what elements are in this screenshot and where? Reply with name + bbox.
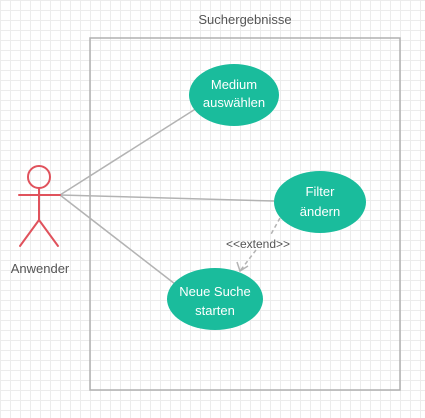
actor-leg-right	[38, 219, 59, 247]
usecase-medium-label-line1: Medium	[211, 77, 257, 92]
usecase-filter-label-line2: ändern	[300, 204, 340, 219]
usecase-medium-label-line2: auswählen	[203, 95, 265, 110]
actor-leg-left	[19, 219, 40, 247]
system-boundary-frame	[89, 37, 401, 391]
usecase-medium-auswaehlen[interactable]: Medium auswählen	[189, 64, 279, 126]
system-boundary-title: Suchergebnisse	[198, 12, 291, 27]
extend-relationship[interactable]: <<extend>>	[226, 217, 290, 273]
actor-head	[27, 165, 51, 189]
extend-line-lower	[239, 249, 257, 272]
usecase-suche-shape	[167, 268, 263, 330]
actor-figure-icon	[18, 165, 61, 247]
usecase-suche-label-line1: Neue Suche	[179, 284, 251, 299]
associations	[59, 107, 275, 285]
usecase-filter-aendern[interactable]: Filter ändern	[274, 171, 366, 233]
association-suche[interactable]	[59, 194, 176, 285]
usecase-filter-shape	[274, 171, 366, 233]
actor-label: Anwender	[11, 261, 70, 276]
extend-label: <<extend>>	[226, 237, 290, 251]
extend-line-upper	[269, 217, 281, 237]
usecase-neue-suche-starten[interactable]: Neue Suche starten	[167, 268, 263, 330]
system-boundary[interactable]: Suchergebnisse	[89, 12, 401, 391]
usecase-suche-label-line2: starten	[195, 303, 235, 318]
extend-arrowhead	[236, 261, 249, 273]
usecase-filter-label-line1: Filter	[306, 184, 336, 199]
association-medium[interactable]	[59, 107, 198, 196]
actor-anwender[interactable]: Anwender	[11, 165, 70, 276]
usecase-medium-shape	[189, 64, 279, 126]
association-filter[interactable]	[59, 194, 275, 202]
